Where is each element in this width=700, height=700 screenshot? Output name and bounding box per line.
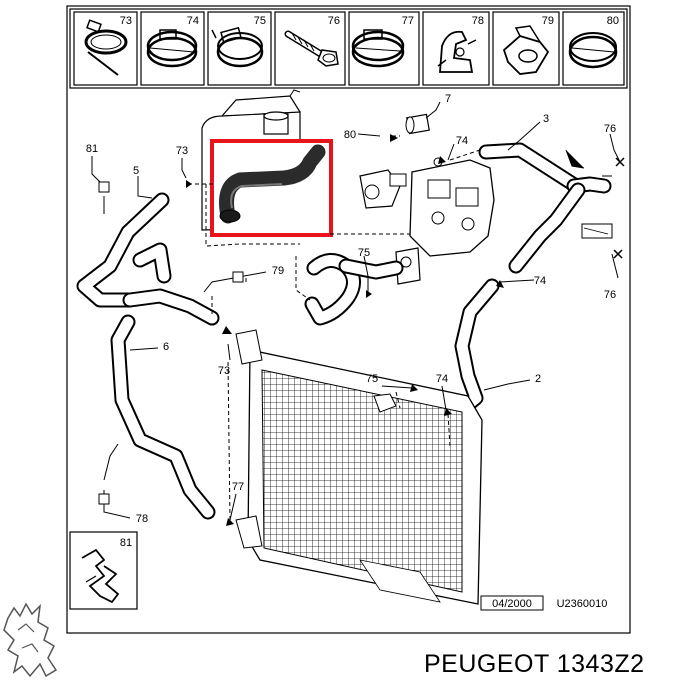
callout-74-bottom[interactable]: 74 — [436, 373, 448, 385]
clip-clamp-icon — [84, 19, 128, 76]
header-strip — [69, 8, 628, 89]
clip-81-icon — [81, 548, 120, 604]
radiator — [235, 329, 483, 605]
callout-80[interactable]: 80 — [344, 129, 356, 141]
footer-ref-code: U2360010 — [557, 598, 608, 610]
thermostat-housing — [359, 157, 495, 285]
band-clamp-icon-2 — [351, 29, 405, 68]
header-cell-74[interactable]: 74 — [140, 11, 205, 86]
o-ring-clamp-icon — [568, 32, 618, 69]
diagram-frame — [66, 5, 631, 634]
callout-5[interactable]: 5 — [133, 165, 139, 177]
screw-icon — [284, 30, 339, 67]
footer-ref: 04/2000 U2360010 — [480, 595, 608, 611]
callout-77[interactable]: 77 — [232, 481, 244, 493]
header-label-79: 79 — [542, 15, 554, 27]
header-label-74: 74 — [187, 15, 199, 27]
worm-clamp-icon — [211, 26, 264, 68]
callout-2[interactable]: 2 — [535, 373, 541, 385]
callout-3[interactable]: 3 — [543, 113, 549, 125]
hose-2 — [454, 278, 500, 416]
callout-79[interactable]: 79 — [272, 265, 284, 277]
hose-6 — [110, 314, 216, 520]
callout-73-mid[interactable]: 73 — [218, 365, 230, 377]
header-label-78: 78 — [472, 15, 484, 27]
callout-74-top[interactable]: 74 — [456, 135, 468, 147]
callout-81-top[interactable]: 81 — [86, 143, 98, 155]
header-cell-77[interactable]: 77 — [348, 11, 420, 86]
header-cell-76[interactable]: 76 — [274, 11, 346, 86]
callout-labels: 81 5 73 7 80 3 74 76 79 75 74 76 6 73 75… — [86, 93, 616, 525]
header-cell-80[interactable]: 80 — [562, 11, 625, 86]
bracket-clip-icon — [437, 30, 477, 73]
callout-6[interactable]: 6 — [163, 341, 169, 353]
callout-81-inset[interactable]: 81 — [120, 537, 132, 549]
hose-5 — [76, 192, 220, 326]
header-cell-75[interactable]: 75 — [207, 11, 272, 86]
header-label-77: 77 — [402, 15, 414, 27]
callout-7[interactable]: 7 — [445, 93, 451, 105]
highlighted-hose[interactable] — [210, 139, 333, 237]
header-label-75: 75 — [254, 15, 266, 27]
pipe-clip-icon — [502, 25, 550, 75]
callout-73-top[interactable]: 73 — [176, 145, 188, 157]
callout-76-bottom[interactable]: 76 — [604, 289, 616, 301]
hose-3 — [478, 142, 613, 274]
brand-part-number: PEUGEOT 1343Z2 — [424, 650, 645, 678]
header-cells: 73 74 75 — [73, 11, 625, 86]
hose-75 — [304, 253, 404, 326]
peugeot-lion-logo — [3, 602, 58, 678]
callout-75-bottom[interactable]: 75 — [366, 373, 378, 385]
callout-78[interactable]: 78 — [136, 513, 148, 525]
part-7-plug — [405, 113, 430, 135]
callout-76-top[interactable]: 76 — [604, 123, 616, 135]
header-cell-78[interactable]: 78 — [422, 11, 490, 86]
callout-74-mid[interactable]: 74 — [534, 275, 546, 287]
header-label-76: 76 — [328, 15, 340, 27]
header-label-80: 80 — [607, 15, 619, 27]
band-clamp-icon — [146, 29, 198, 68]
header-cell-73[interactable]: 73 — [73, 11, 138, 86]
callout-75-mid[interactable]: 75 — [358, 247, 370, 259]
footer-date: 04/2000 — [492, 598, 532, 610]
header-label-73: 73 — [120, 15, 132, 27]
inset-81: 81 — [69, 531, 138, 610]
header-cell-79[interactable]: 79 — [492, 11, 560, 86]
leader-markers — [98, 134, 625, 526]
